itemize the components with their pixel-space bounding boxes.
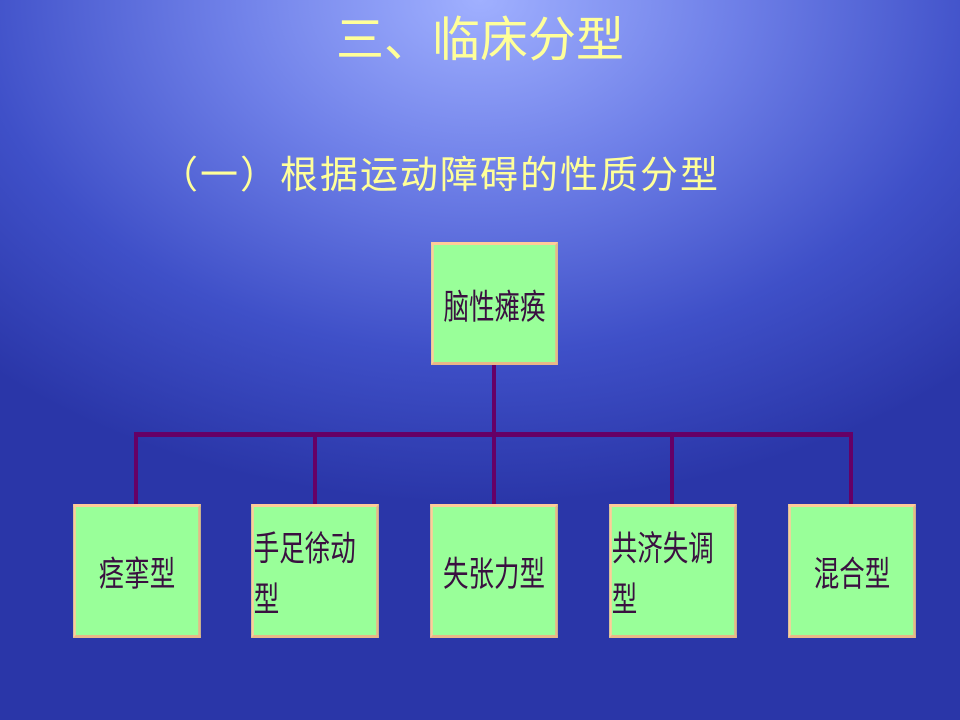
child-node: 痉挛型 xyxy=(73,504,201,638)
child-node: 手足徐动型 xyxy=(251,504,379,638)
child-node: 失张力型 xyxy=(430,504,558,638)
root-node: 脑性瘫痪 xyxy=(431,242,558,365)
child-node-label: 失张力型 xyxy=(443,554,545,596)
connector-child-3 xyxy=(492,434,496,506)
child-node-label: 共济失调型 xyxy=(611,529,714,621)
connector-root-down xyxy=(492,364,496,436)
connector-child-4 xyxy=(670,434,674,506)
slide-subtitle: （一）根据运动障碍的性质分型 xyxy=(160,153,721,197)
child-node: 共济失调型 xyxy=(609,504,737,638)
connector-child-1 xyxy=(134,434,138,506)
connector-child-2 xyxy=(313,434,317,506)
child-node-label: 痉挛型 xyxy=(98,554,176,596)
connector-child-5 xyxy=(849,434,853,506)
child-node-label: 混合型 xyxy=(813,554,891,596)
slide-title: 三、临床分型 xyxy=(335,12,624,68)
root-node-label: 脑性瘫痪 xyxy=(443,287,546,328)
child-node-label: 手足徐动型 xyxy=(253,529,356,621)
child-node: 混合型 xyxy=(788,504,916,638)
